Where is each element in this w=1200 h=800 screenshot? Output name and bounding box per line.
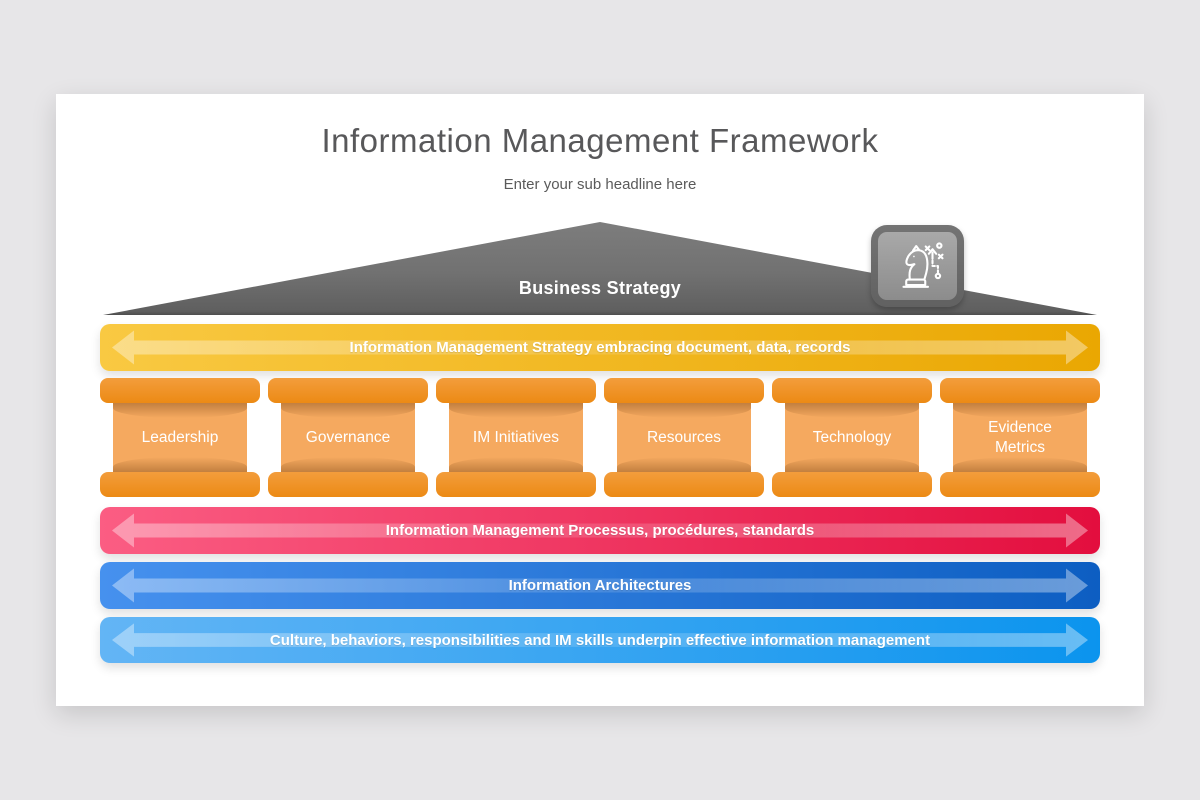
- slide-canvas: Information Management Framework Enter y…: [56, 94, 1144, 706]
- double-arrow-icon: [112, 330, 1088, 365]
- pillar-evidence-metrics: Evidence Metrics: [940, 378, 1100, 497]
- double-arrow-icon: [112, 568, 1088, 603]
- scroll-rod-top: [604, 378, 764, 403]
- scroll-rod-bottom: [940, 472, 1100, 497]
- pillar-label: Evidence Metrics: [988, 419, 1052, 456]
- strategy-badge: [871, 225, 964, 307]
- bar-im-strategy-label: Information Management Strategy embracin…: [349, 339, 851, 356]
- pillar-resources: Resources: [604, 378, 764, 497]
- scroll-panel: IM Initiatives: [449, 390, 583, 485]
- chess-knight-strategy-icon: [878, 232, 957, 300]
- bar-information-architectures-label: Information Architectures: [508, 577, 692, 594]
- pillar-label: Governance: [305, 428, 391, 446]
- pillar-label: Leadership: [141, 428, 219, 446]
- double-arrow-icon: [112, 623, 1088, 657]
- scroll-rod-bottom: [604, 472, 764, 497]
- pillar-label: Resources: [646, 428, 722, 446]
- bar-im-strategy: Information Management Strategy embracin…: [100, 324, 1100, 371]
- scroll-rod-top: [436, 378, 596, 403]
- pillar-leadership: Leadership: [100, 378, 260, 497]
- scroll-rod-bottom: [772, 472, 932, 497]
- page-subtitle: Enter your sub headline here: [503, 176, 697, 193]
- scroll-rod-bottom: [268, 472, 428, 497]
- bar-information-architectures: Information Architectures: [100, 562, 1100, 609]
- scroll-rod-top: [940, 378, 1100, 403]
- pillar-row: Leadership Governance IM Initiatives: [100, 378, 1100, 497]
- pillar-technology: Technology: [772, 378, 932, 497]
- pillar-label: Technology: [812, 428, 892, 446]
- scroll-panel: Technology: [785, 390, 919, 485]
- page-title: Information Management Framework: [321, 122, 879, 159]
- pillar-label: IM Initiatives: [472, 428, 560, 446]
- scroll-rod-bottom: [436, 472, 596, 497]
- scroll-panel: Resources: [617, 390, 751, 485]
- bar-im-process-label: Information Management Processus, procéd…: [385, 522, 815, 539]
- scroll-rod-top: [772, 378, 932, 403]
- double-arrow-icon: [112, 513, 1088, 548]
- roof-label: Business Strategy: [518, 278, 682, 298]
- scroll-panel: Governance: [281, 390, 415, 485]
- pillar-governance: Governance: [268, 378, 428, 497]
- scroll-rod-top: [268, 378, 428, 403]
- scroll-panel: Leadership: [113, 390, 247, 485]
- scroll-panel: Evidence Metrics: [953, 390, 1087, 485]
- bar-im-process: Information Management Processus, procéd…: [100, 507, 1100, 554]
- bar-culture-label: Culture, behaviors, responsibilities and…: [269, 631, 931, 649]
- pillar-im-initiatives: IM Initiatives: [436, 378, 596, 497]
- scroll-rod-bottom: [100, 472, 260, 497]
- scroll-rod-top: [100, 378, 260, 403]
- bar-culture: Culture, behaviors, responsibilities and…: [100, 617, 1100, 663]
